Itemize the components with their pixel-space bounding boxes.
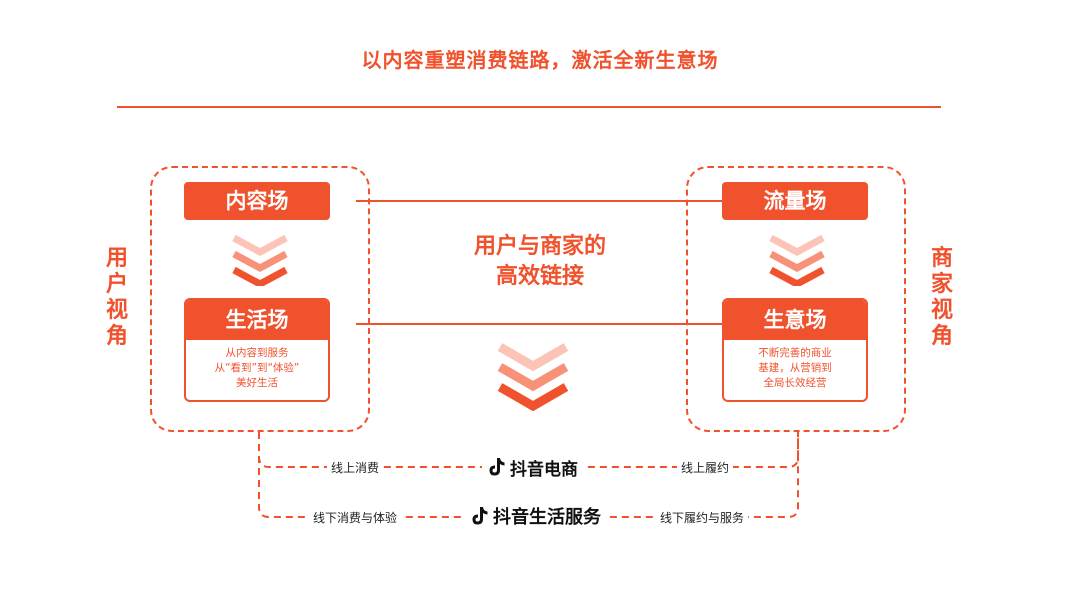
online-fulfillment-label: 线上履约 xyxy=(677,459,734,476)
business-field-line: 全局长效经营 xyxy=(763,377,827,389)
douyin-local-services-brand: 抖音生活服务 xyxy=(465,503,607,529)
title-divider xyxy=(117,106,941,108)
center-label-line: 用户与商家的 xyxy=(473,234,606,259)
life-field-line: 美好生活 xyxy=(236,377,278,389)
douyin-ecommerce-label: 抖音电商 xyxy=(510,459,578,480)
douyin-ecommerce-brand: 抖音电商 xyxy=(482,455,584,480)
right-down-arrow-icon xyxy=(769,234,825,286)
traffic-field-box: 流量场 xyxy=(722,182,868,220)
merchant-panel xyxy=(686,166,906,432)
life-field-description: 从内容到服务 从“看到”到“体验” 美好生活 xyxy=(186,340,328,391)
page-title: 以内容重塑消费链路，激活全新生意场 xyxy=(361,48,719,72)
center-down-arrow-icon xyxy=(497,343,569,412)
life-field-title: 生活场 xyxy=(186,300,328,340)
content-field-box: 内容场 xyxy=(184,182,330,220)
user-panel xyxy=(150,166,370,432)
center-link-label: 用户与商家的 高效链接 xyxy=(420,232,660,292)
life-field-line: 从“看到”到“体验” xyxy=(214,362,300,374)
douyin-logo-icon xyxy=(472,507,488,525)
online-consumption-label: 线上消费 xyxy=(327,459,384,476)
life-field-card: 生活场 从内容到服务 从“看到”到“体验” 美好生活 xyxy=(184,298,330,402)
business-field-title: 生意场 xyxy=(724,300,866,340)
center-label-line: 高效链接 xyxy=(495,264,584,289)
offline-fulfillment-label: 线下履约与服务 xyxy=(656,509,749,526)
life-field-line: 从内容到服务 xyxy=(225,347,289,359)
douyin-logo-icon xyxy=(489,458,505,476)
business-field-card: 生意场 不断完善的商业 基建，从营销到 全局长效经营 xyxy=(722,298,868,402)
business-field-description: 不断完善的商业 基建，从营销到 全局长效经营 xyxy=(724,340,866,391)
business-field-line: 基建，从营销到 xyxy=(758,362,832,374)
offline-consumption-label: 线下消费与体验 xyxy=(309,509,402,526)
business-field-line: 不断完善的商业 xyxy=(758,347,832,359)
left-down-arrow-icon xyxy=(232,234,288,286)
douyin-local-services-label: 抖音生活服务 xyxy=(493,507,601,528)
user-perspective-label: 用户视角 xyxy=(105,246,128,349)
merchant-perspective-label: 商家视角 xyxy=(930,246,953,349)
